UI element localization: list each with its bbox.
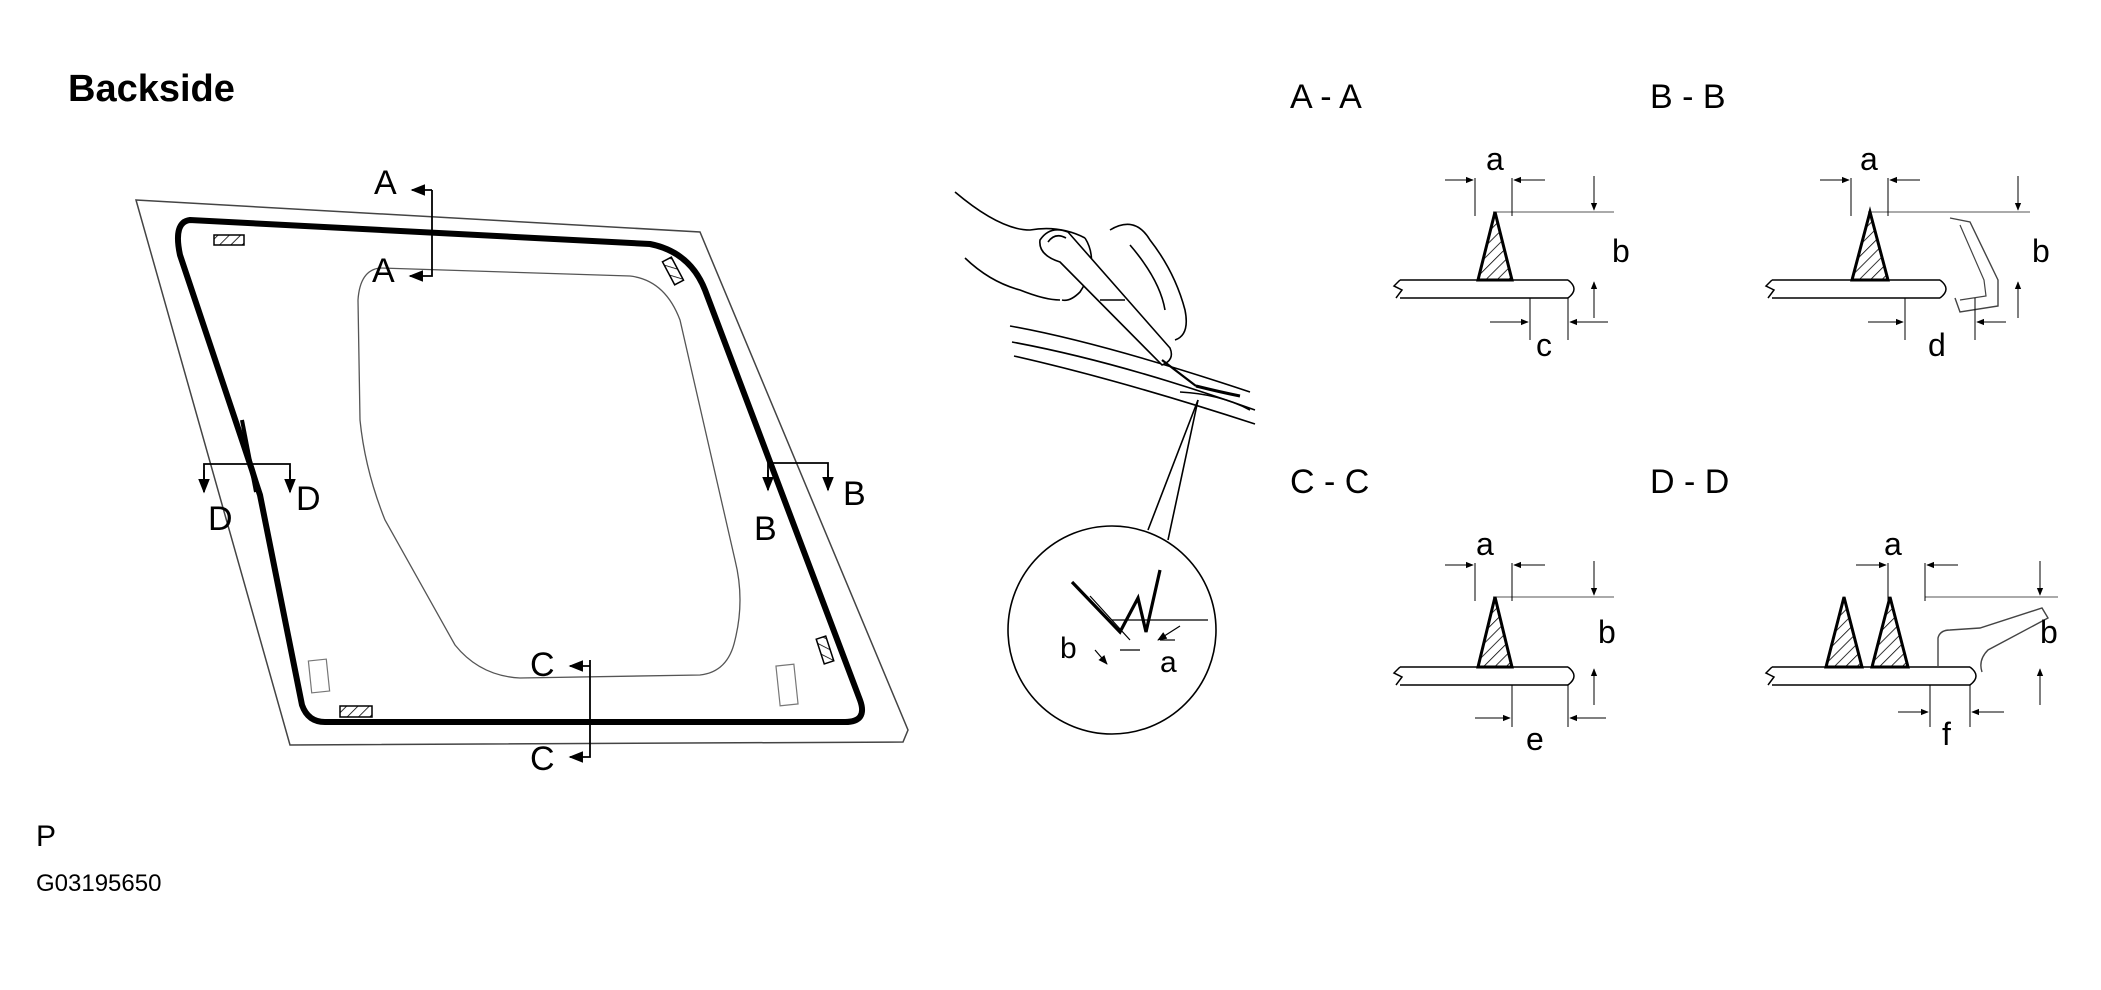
quarter-glass-view: A A B B C C D D: [134, 164, 909, 778]
dimension-label: e: [1526, 721, 1544, 757]
section-marker-a: A: [374, 164, 397, 202]
detail-callout-circle: [1007, 525, 1217, 735]
section-c-c: C - C a b e: [1290, 463, 1616, 757]
spacer-pad: [213, 234, 245, 246]
section-title: D - D: [1650, 463, 1729, 501]
section-marker-a: A: [372, 252, 395, 290]
section-a-a: A - A a b c: [1290, 78, 1630, 363]
adhesive-bead-triangle: [1870, 596, 1910, 669]
section-title: C - C: [1290, 463, 1369, 501]
section-marker-d: D: [296, 480, 321, 518]
adhesive-application-illustration: [954, 191, 1256, 735]
dimension-label: a: [1476, 526, 1494, 562]
dimension-label: a: [1486, 141, 1504, 177]
edge-molding: [240, 419, 258, 493]
section-title: A - A: [1290, 78, 1362, 116]
section-marker-c: C: [530, 646, 555, 684]
dimension-label: a: [1884, 526, 1902, 562]
adhesive-bead-path: [175, 217, 866, 725]
section-marker-c: C: [530, 740, 555, 778]
dimension-label: b: [1598, 614, 1616, 650]
spacer-pad: [339, 705, 373, 718]
section-marker-d: D: [208, 500, 233, 538]
figure-code: G03195650: [36, 870, 162, 897]
window-opening-outline: [357, 267, 741, 679]
dimension-label: b: [2040, 614, 2058, 650]
section-b-b: B - B a: [1650, 78, 2050, 363]
section-title: B - B: [1650, 78, 1726, 116]
glass-outer-edge: [134, 199, 909, 746]
clip-outline: [307, 658, 331, 694]
section-marker-b: B: [754, 510, 777, 548]
dimension-label: d: [1928, 327, 1946, 363]
dimension-label: a: [1860, 141, 1878, 177]
adhesive-bead-triangle: [1850, 206, 1890, 282]
dimension-label: c: [1536, 327, 1552, 363]
dimension-label: f: [1942, 716, 1951, 752]
clip-outline: [775, 663, 799, 707]
adhesive-bead-triangle: [1476, 596, 1514, 669]
callout-dim-b: b: [1060, 632, 1077, 665]
dimension-label: b: [1612, 233, 1630, 269]
callout-dim-a: a: [1160, 646, 1177, 679]
adhesive-bead-triangle: [1824, 596, 1864, 669]
dimension-label: b: [2032, 233, 2050, 269]
page-title: Backside: [68, 68, 235, 110]
adhesive-bead-triangle: [1476, 211, 1514, 282]
spacer-pad: [815, 635, 835, 665]
section-d-d: D - D a: [1650, 463, 2058, 752]
section-marker-b: B: [843, 475, 866, 513]
page-tag: P: [36, 820, 57, 853]
spacer-pad: [661, 256, 685, 286]
